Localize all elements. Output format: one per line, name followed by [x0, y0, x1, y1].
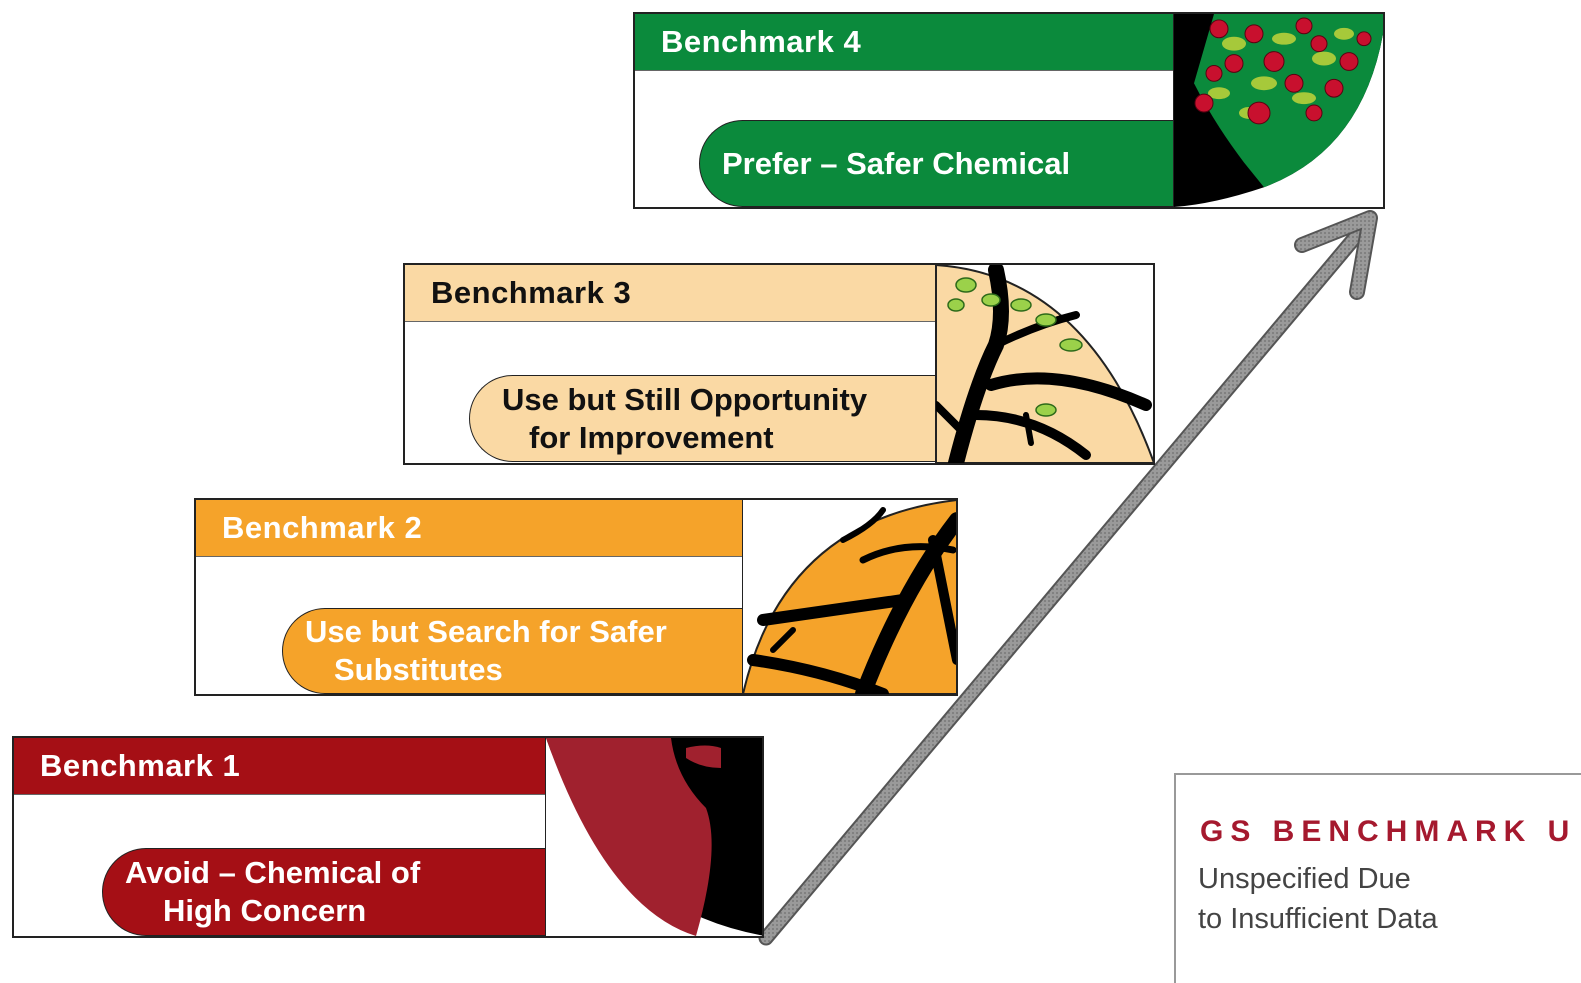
benchmark-3-action-line1: Use but Still Opportunity	[502, 381, 868, 417]
legend-line-2: to Insufficient Data	[1198, 903, 1438, 935]
benchmark-1-title: Benchmark 1	[40, 748, 241, 783]
bare-branches-icon	[742, 500, 956, 694]
tree-trunk-icon	[545, 738, 762, 936]
legend-line-1: Unspecified Due	[1198, 863, 1411, 895]
benchmark-4-title: Benchmark 4	[661, 24, 862, 59]
benchmark-2-action-line1: Use but Search for Safer	[305, 614, 667, 649]
benchmark-1-action-line1: Avoid – Chemical of	[125, 855, 421, 890]
legend-title: GS BENCHMARK U	[1200, 815, 1577, 848]
benchmark-1-card: Benchmark 1 Avoid – Chemical of High Con…	[12, 736, 764, 938]
budding-branches-icon	[935, 265, 1153, 463]
benchmark-1-action: Avoid – Chemical of High Concern	[102, 848, 545, 936]
benchmark-2-card: Benchmark 2 Use but Search for Safer Sub…	[194, 498, 958, 696]
benchmark-3-action-line2: for Improvement	[529, 419, 774, 455]
benchmark-1-header: Benchmark 1	[14, 738, 545, 795]
benchmark-2-title: Benchmark 2	[222, 510, 423, 545]
benchmark-u-legend: GS BENCHMARK U Unspecified Due to Insuff…	[1174, 773, 1581, 983]
benchmark-1-action-line2: High Concern	[163, 893, 367, 928]
benchmark-2-header: Benchmark 2	[196, 500, 742, 557]
benchmark-3-card: Benchmark 3 Use but Still Opportunity fo…	[403, 263, 1155, 465]
benchmark-4-header: Benchmark 4	[635, 14, 1173, 71]
benchmark-2-action: Use but Search for Safer Substitutes	[282, 608, 742, 694]
apple-tree-icon	[1173, 14, 1383, 207]
benchmark-4-action-line1: Prefer – Safer Chemical	[722, 145, 1071, 181]
benchmark-3-action: Use but Still Opportunity for Improvemen…	[469, 375, 935, 462]
benchmark-3-title: Benchmark 3	[431, 275, 632, 310]
benchmark-4-card: Benchmark 4 Prefer – Safer Chemical	[633, 12, 1385, 209]
benchmark-3-header: Benchmark 3	[405, 265, 935, 322]
benchmark-2-action-line2: Substitutes	[334, 652, 503, 687]
benchmark-4-action: Prefer – Safer Chemical	[699, 120, 1173, 207]
